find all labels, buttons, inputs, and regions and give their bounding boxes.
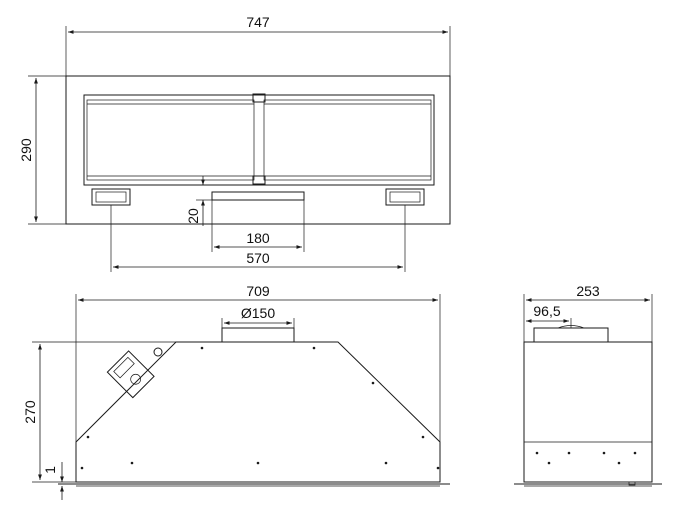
front-outline	[65, 75, 451, 225]
side-view: 709 Ø150 270 1	[22, 283, 450, 500]
side-outline	[75, 341, 441, 483]
filter-panel-right	[263, 99, 432, 181]
light-right	[385, 188, 425, 206]
filter-clip-bottom	[252, 175, 266, 185]
end-duct-collar	[533, 327, 609, 343]
filter-frame	[83, 94, 435, 186]
control-knob	[153, 347, 163, 357]
dim-center-slot: 180	[246, 230, 270, 246]
light-left	[91, 188, 131, 206]
end-outline	[523, 341, 653, 483]
dim-end-duct-offset: 96,5	[533, 303, 560, 319]
duct-collar	[221, 327, 295, 343]
dim-side-slots: 570	[246, 250, 270, 266]
dim-front-height: 290	[18, 138, 34, 162]
dim-side-width: 709	[246, 283, 270, 299]
dim-end-width: 253	[576, 283, 600, 299]
filter-panel-left	[86, 99, 255, 181]
end-view: 253 96,5	[514, 283, 662, 487]
dim-front-width: 747	[246, 14, 270, 30]
dim-side-height: 270	[22, 400, 38, 424]
filter-clip-top	[252, 93, 266, 103]
control-panel	[106, 350, 155, 399]
center-slot	[211, 191, 305, 201]
dim-duct-diameter: Ø150	[241, 305, 275, 321]
dim-grille-offset: 20	[185, 208, 201, 224]
front-view: 747 290 20 180 570	[18, 14, 451, 272]
dim-bottom-gap: 1	[42, 466, 58, 474]
